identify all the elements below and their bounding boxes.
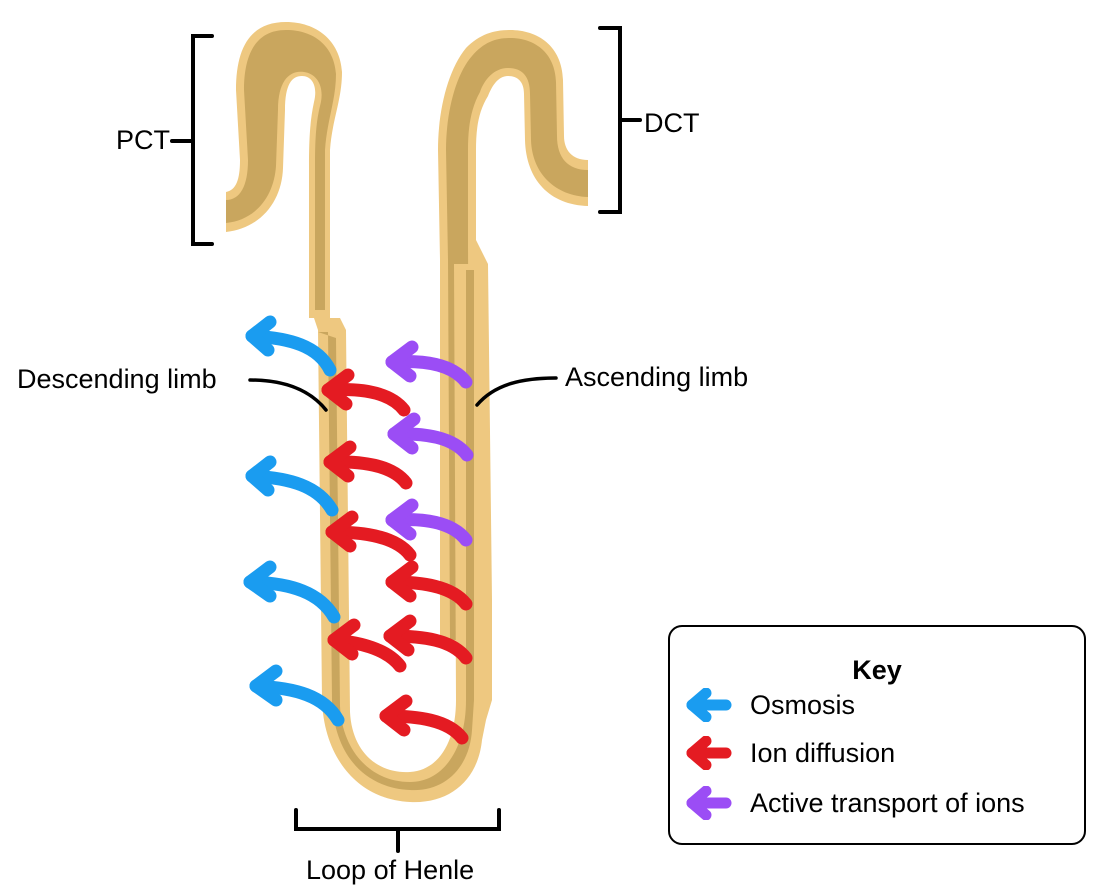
ion-diffusion-arrow-icon [325, 510, 417, 562]
active-transport-arrow-icon [387, 412, 474, 462]
loop-of-henle-label: Loop of Henle [306, 855, 475, 885]
pct-tubule [226, 22, 342, 318]
active-transport-arrows [385, 340, 474, 547]
arrow-left-icon [686, 688, 732, 722]
key-item-label: Active transport of ions [750, 787, 1025, 818]
osmosis-arrow-icon [245, 455, 339, 517]
descending-limb-leader [248, 378, 328, 412]
ion-diffusion-arrow-icon [323, 440, 413, 490]
ion-diffusion-arrow-icon [385, 560, 473, 611]
key-legend: Key Osmosis Ion diffusion Active transpo… [668, 625, 1086, 845]
key-item-osmosis: Osmosis [670, 685, 855, 725]
ion-diffusion-arrow-icon [321, 368, 411, 417]
ascending-limb-leader [475, 376, 558, 407]
descending-limb-label: Descending limb [17, 364, 217, 394]
key-title: Key [852, 655, 902, 685]
ion-diffusion-arrow-icon [379, 694, 469, 745]
active-transport-arrow-icon [385, 340, 473, 389]
osmosis-arrow-icon [245, 315, 337, 377]
ion-diffusion-arrow-icon [327, 618, 407, 673]
dct-bracket [598, 26, 642, 214]
ion-diffusion-arrows [321, 368, 473, 745]
active-transport-arrow-icon [385, 498, 473, 547]
key-item-label: Osmosis [750, 689, 856, 720]
key-item-ion-diffusion: Ion diffusion [670, 733, 895, 773]
ion-diffusion-arrow-icon [383, 614, 473, 665]
key-item-active-transport: Active transport of ions [670, 783, 1025, 823]
ascending-limb-label: Ascending limb [565, 362, 749, 392]
key-item-label: Ion diffusion [750, 737, 896, 768]
pct-label: PCT [116, 125, 170, 155]
dct-label: DCT [644, 108, 700, 138]
osmosis-arrow-icon [243, 560, 341, 624]
loop-bracket [294, 808, 501, 853]
osmosis-arrow-icon [249, 664, 345, 727]
osmosis-arrows [243, 315, 345, 727]
arrow-left-icon [686, 786, 732, 820]
arrow-left-icon [686, 736, 732, 770]
pct-bracket [170, 34, 214, 246]
